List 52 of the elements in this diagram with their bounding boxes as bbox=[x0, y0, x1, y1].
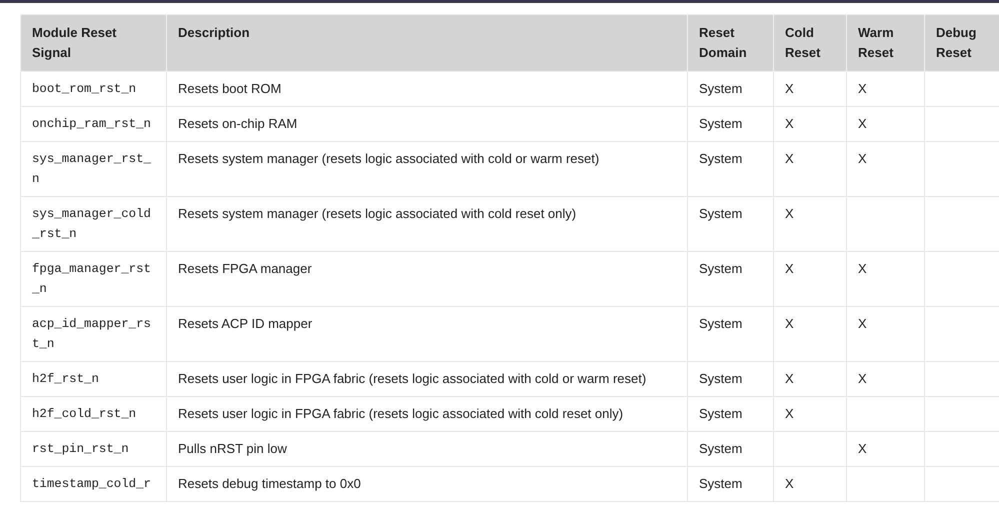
reset-domain: System bbox=[688, 72, 774, 106]
reset-mark: X bbox=[846, 306, 924, 362]
description-text: Resets ACP ID mapper bbox=[166, 306, 688, 362]
description-text: Resets on-chip RAM bbox=[166, 106, 688, 142]
signal-name: acp_id_mapper_rst_n bbox=[20, 306, 166, 362]
signal-name: h2f_rst_n bbox=[20, 362, 166, 396]
reset-domain: System bbox=[688, 142, 774, 196]
column-header: Module Reset Signal bbox=[20, 14, 166, 72]
description-text: Resets debug timestamp to 0x0 bbox=[166, 466, 688, 502]
reset-mark: X bbox=[774, 252, 846, 306]
reset-mark: X bbox=[774, 396, 846, 432]
column-header: Warm Reset bbox=[846, 14, 924, 72]
signal-name: boot_rom_rst_n bbox=[20, 72, 166, 106]
reset-mark: X bbox=[774, 106, 846, 142]
signal-name: h2f_cold_rst_n bbox=[20, 396, 166, 432]
reset-domain: System bbox=[688, 396, 774, 432]
column-header: Debug Reset bbox=[924, 14, 999, 72]
reset-mark: X bbox=[846, 252, 924, 306]
reset-mark: X bbox=[774, 72, 846, 106]
reset-mark: X bbox=[774, 142, 846, 196]
reset-mark: X bbox=[774, 306, 846, 362]
column-header: Cold Reset bbox=[774, 14, 846, 72]
description-text: Resets boot ROM bbox=[166, 72, 688, 106]
signal-name: fpga_manager_rst_n bbox=[20, 252, 166, 306]
description-text: Resets system manager (resets logic associated with cold or warm reset) bbox=[166, 142, 688, 196]
reset-mark: X bbox=[774, 466, 846, 502]
signal-name: onchip_ram_rst_n bbox=[20, 106, 166, 142]
column-header: Description bbox=[166, 14, 688, 72]
signal-name: sys_manager_cold_rst_n bbox=[20, 196, 166, 252]
reset-mark: X bbox=[846, 72, 924, 106]
reset-domain: System bbox=[688, 252, 774, 306]
description-text: Pulls nRST pin low bbox=[166, 432, 688, 466]
column-header: Reset Domain bbox=[688, 14, 774, 72]
reset-mark: X bbox=[774, 362, 846, 396]
description-text: Resets FPGA manager bbox=[166, 252, 688, 306]
description-text: Resets user logic in FPGA fabric (resets logic associated with cold or warm reset) bbox=[166, 362, 688, 396]
reset-domain: System bbox=[688, 466, 774, 502]
reset-domain: System bbox=[688, 196, 774, 252]
reset-mark: X bbox=[774, 196, 846, 252]
description-text: Resets user logic in FPGA fabric (resets logic associated with cold reset only) bbox=[166, 396, 688, 432]
reset-mark: X bbox=[846, 432, 924, 466]
signal-name: timestamp_cold_r bbox=[20, 466, 166, 502]
description-text: Resets system manager (resets logic associated with cold reset only) bbox=[166, 196, 688, 252]
signal-name: rst_pin_rst_n bbox=[20, 432, 166, 466]
reset-domain: System bbox=[688, 432, 774, 466]
reset-mark: X bbox=[846, 362, 924, 396]
signal-name: sys_manager_rst_n bbox=[20, 142, 166, 196]
reset-domain: System bbox=[688, 306, 774, 362]
reset-mark: X bbox=[846, 106, 924, 142]
reset-domain: System bbox=[688, 362, 774, 396]
reset-mark: X bbox=[846, 142, 924, 196]
reset-domain: System bbox=[688, 106, 774, 142]
